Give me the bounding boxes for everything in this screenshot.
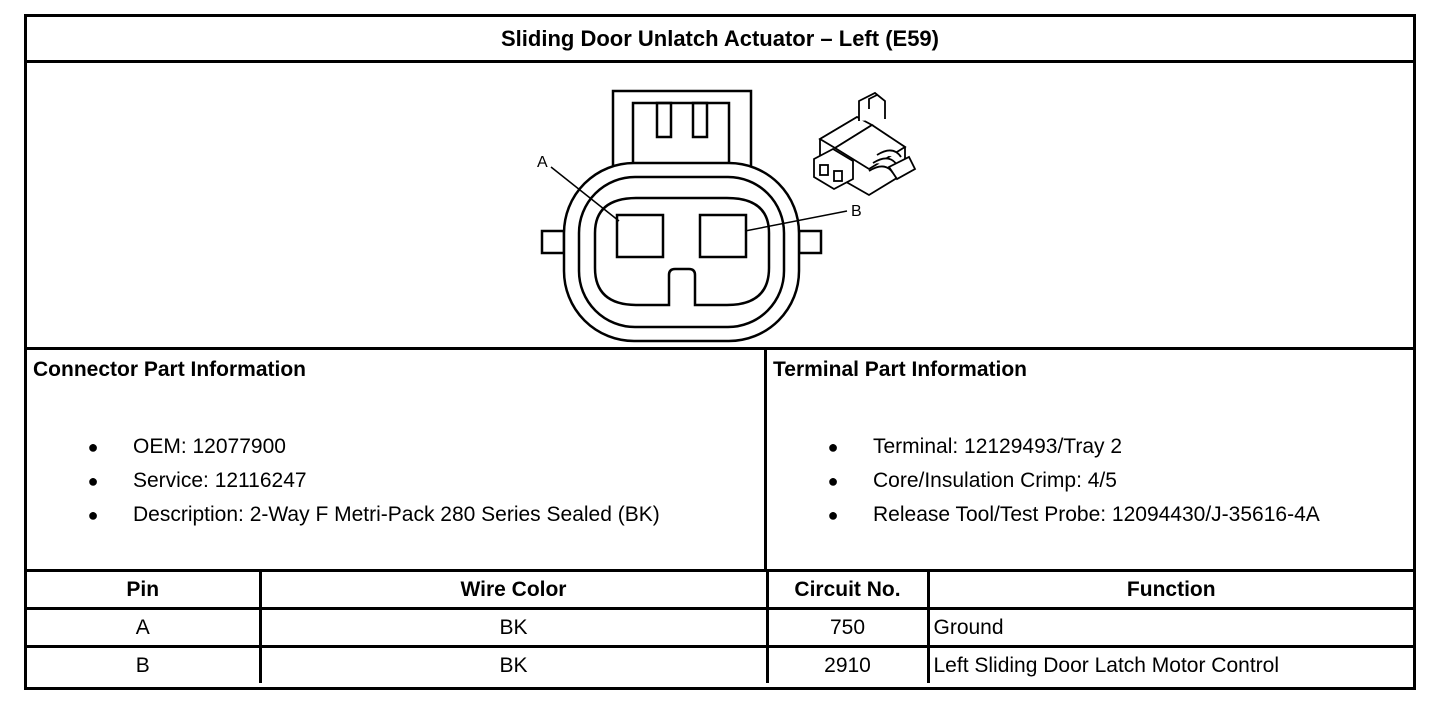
page-title: Sliding Door Unlatch Actuator – Left (E5… bbox=[27, 17, 1413, 63]
housing-outer bbox=[562, 161, 801, 343]
connector-info-list: ●OEM: 12077900 ●Service: 12116247 ●Descr… bbox=[83, 430, 660, 532]
left-ear bbox=[540, 229, 566, 255]
housing-seal bbox=[577, 175, 786, 329]
header-wire-color: Wire Color bbox=[258, 570, 769, 610]
cell-wire-color: BK bbox=[258, 645, 769, 683]
list-item: ●Release Tool/Test Probe: 12094430/J-356… bbox=[823, 498, 1320, 532]
right-ear bbox=[797, 229, 823, 255]
connector-sheet: Sliding Door Unlatch Actuator – Left (E5… bbox=[24, 14, 1416, 690]
pin-label-b: B bbox=[851, 203, 862, 220]
table-row: A BK 750 Ground bbox=[27, 607, 1413, 648]
terminal-info-heading: Terminal Part Information bbox=[773, 358, 1027, 381]
cell-function: Left Sliding Door Latch Motor Control bbox=[926, 645, 1413, 683]
cell-circuit-no: 750 bbox=[765, 607, 930, 648]
pinout-table: Pin Wire Color Circuit No. Function A BK… bbox=[27, 569, 1413, 683]
latch-slot-left bbox=[655, 101, 673, 139]
connector-face-drawing: A B bbox=[537, 89, 917, 343]
connector-info-heading: Connector Part Information bbox=[33, 358, 307, 381]
list-item: ●Description: 2-Way F Metri-Pack 280 Ser… bbox=[83, 498, 660, 532]
latch-slot-right bbox=[691, 101, 709, 139]
table-row: B BK 2910 Left Sliding Door Latch Motor … bbox=[27, 645, 1413, 683]
terminal-part-information: Terminal Part Information ●Terminal: 121… bbox=[767, 350, 1413, 569]
bullet-icon: ● bbox=[87, 505, 99, 525]
bullet-icon: ● bbox=[827, 505, 839, 525]
cell-pin: B bbox=[27, 645, 262, 683]
bullet-icon: ● bbox=[87, 471, 99, 491]
list-item: ●OEM: 12077900 bbox=[83, 430, 660, 464]
terminal-b bbox=[698, 213, 748, 259]
leader-line-b bbox=[744, 210, 848, 232]
cell-function: Ground bbox=[926, 607, 1413, 648]
header-function: Function bbox=[926, 570, 1413, 610]
header-circuit-no: Circuit No. bbox=[765, 570, 930, 610]
cell-wire-color: BK bbox=[258, 607, 769, 648]
list-item: ●Service: 12116247 bbox=[83, 464, 660, 498]
terminal-info-list: ●Terminal: 12129493/Tray 2 ●Core/Insulat… bbox=[823, 430, 1320, 532]
connector-part-information: Connector Part Information ●OEM: 1207790… bbox=[27, 350, 767, 569]
list-item: ●Terminal: 12129493/Tray 2 bbox=[823, 430, 1320, 464]
list-item: ●Core/Insulation Crimp: 4/5 bbox=[823, 464, 1320, 498]
bullet-icon: ● bbox=[827, 471, 839, 491]
bullet-icon: ● bbox=[827, 437, 839, 457]
cell-circuit-no: 2910 bbox=[765, 645, 930, 683]
cell-pin: A bbox=[27, 607, 262, 648]
leader-line-a bbox=[550, 166, 620, 222]
cavity-outline bbox=[593, 196, 771, 307]
terminal-a bbox=[615, 213, 665, 259]
bullet-icon: ● bbox=[87, 437, 99, 457]
connector-diagram: A B bbox=[27, 63, 1413, 350]
header-pin: Pin bbox=[27, 570, 262, 610]
table-header-row: Pin Wire Color Circuit No. Function bbox=[27, 570, 1413, 610]
pin-label-a: A bbox=[537, 154, 548, 171]
connector-3d-view bbox=[813, 91, 917, 197]
